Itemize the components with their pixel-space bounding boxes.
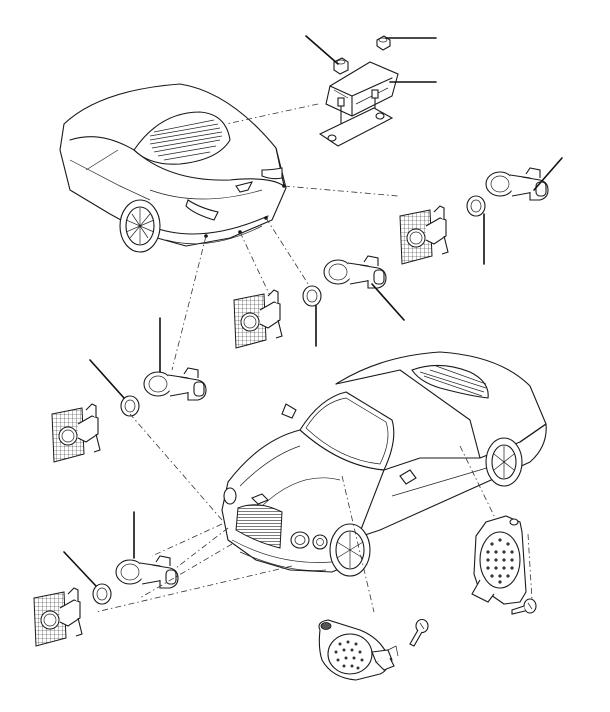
dashed-reference-line (459, 445, 501, 529)
sensor-sealing-ring (120, 395, 140, 417)
dashed-reference-line (139, 543, 233, 599)
front-outer-parking-sensor (143, 367, 207, 401)
dashed-reference-line (283, 185, 399, 197)
buzzer-screw (511, 598, 537, 615)
dashed-reference-line (95, 565, 293, 613)
sensor-mounting-bracket (399, 205, 449, 265)
leader-line (371, 283, 405, 321)
dashed-reference-line (151, 523, 223, 557)
front-vehicle-view (221, 351, 547, 577)
sensor-mounting-bracket (33, 587, 83, 647)
rear-vehicle-view (59, 83, 287, 253)
warning-buzzer-rear (471, 515, 527, 605)
dashed-reference-line (239, 231, 273, 301)
front-inner-parking-sensor (115, 555, 179, 589)
sensor-mounting-bracket (51, 403, 101, 463)
leader-line (305, 35, 339, 65)
sensor-sealing-ring (92, 583, 112, 605)
sensor-sealing-ring (302, 285, 322, 307)
dashed-reference-line (265, 217, 313, 291)
buzzer-screw (409, 618, 429, 647)
mounting-nut (333, 57, 349, 75)
dashed-reference-line (129, 413, 223, 521)
warning-buzzer-front (318, 619, 399, 681)
leader-line (89, 359, 125, 399)
dashed-reference-line (175, 527, 229, 569)
dashed-reference-line (225, 103, 319, 125)
leader-line (63, 551, 97, 587)
rear-inner-parking-sensor (323, 255, 387, 289)
dashed-reference-line (171, 235, 207, 371)
leader-line (533, 157, 563, 191)
dashed-reference-line (341, 475, 375, 613)
sensor-mounting-bracket (233, 289, 283, 349)
dashed-reference-line (527, 533, 533, 601)
mounting-nut (376, 35, 391, 51)
mounting-bracket (318, 107, 394, 147)
sensor-sealing-ring (466, 195, 486, 217)
